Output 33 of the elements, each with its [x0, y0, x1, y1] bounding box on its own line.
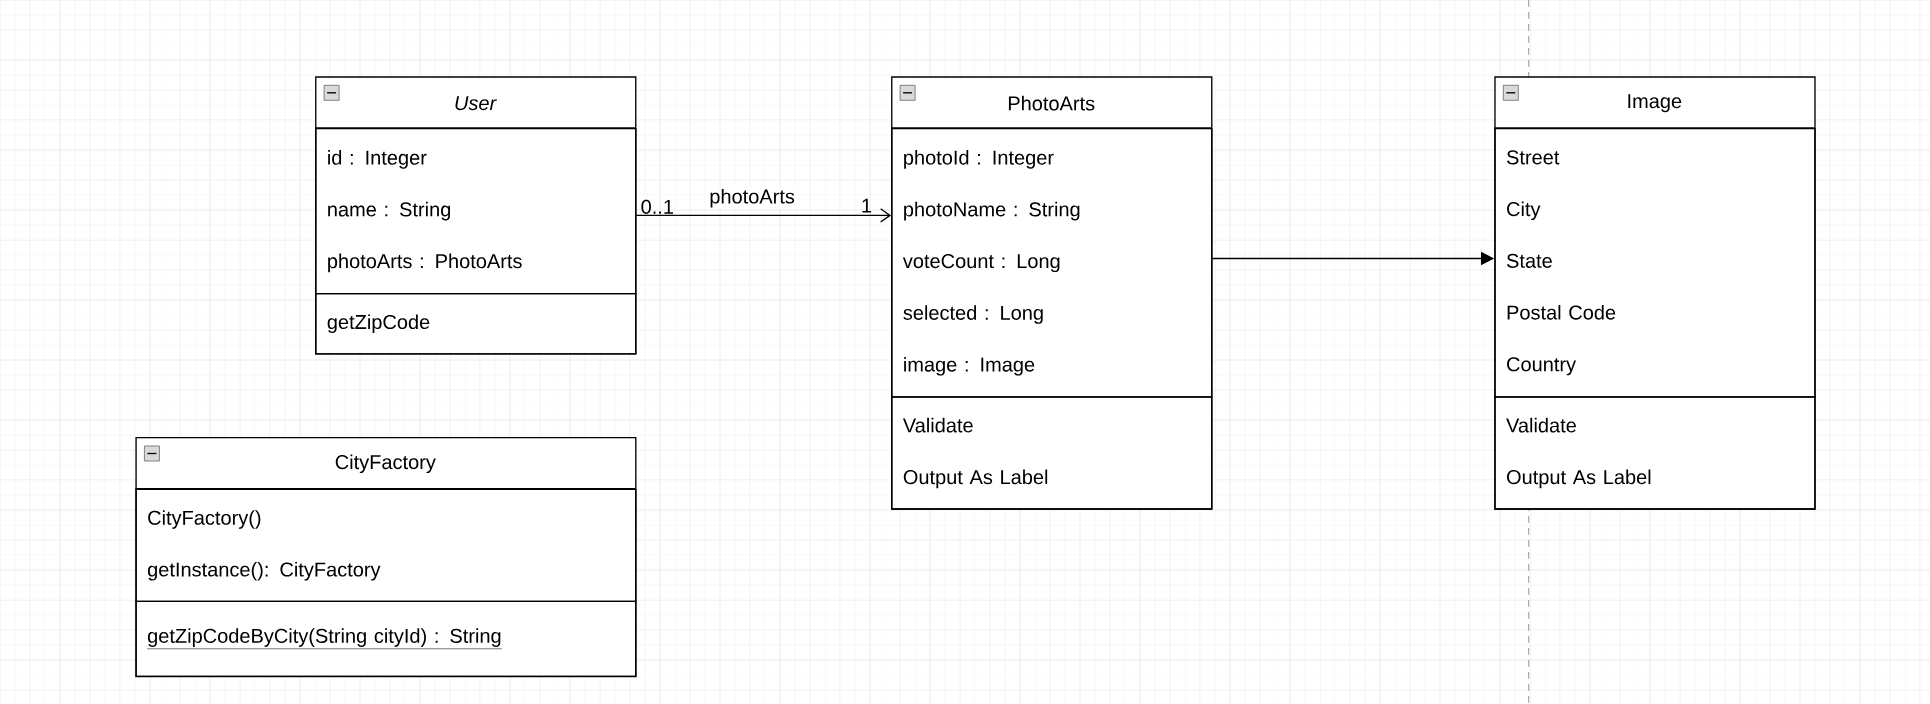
member-text: CityFactory() [148, 510, 261, 529]
member-text: Output As Label [1507, 469, 1651, 489]
compartment-box [1494, 128, 1816, 398]
member-text: Validate [1506, 417, 1576, 433]
member-text: photoName : String [904, 201, 1080, 221]
compartment-box [891, 128, 1213, 398]
member-text: State [1506, 253, 1552, 268]
arrow [635, 208, 892, 223]
multiplicity-label: 1 [862, 198, 872, 213]
member-text: Output As Label [903, 469, 1048, 489]
compartment-box [315, 128, 637, 295]
edge-label: photoArts [708, 187, 797, 209]
member-text: id : Integer [328, 150, 427, 169]
member-text: getZipCodeByCity(String cityId) : String [146, 628, 502, 650]
member-text: image : Image [904, 356, 1035, 376]
member-text: Country [1507, 357, 1577, 376]
member-text: photoArts : PhotoArts [328, 253, 522, 273]
member-text: name : String [328, 201, 451, 221]
member-text: selected : Long [903, 305, 1043, 324]
member-text: Street [1506, 150, 1560, 165]
member-text: Postal Code [1507, 304, 1616, 320]
compartment-box [135, 600, 637, 678]
member-text: getZipCode [327, 314, 430, 333]
multiplicity-label: 0..1 [641, 199, 673, 214]
member-text: voteCount : Long [902, 254, 1060, 273]
compartment-box [1494, 396, 1816, 510]
member-text: Validate [902, 417, 973, 433]
compartment-box [315, 292, 637, 355]
compartment-box [135, 488, 637, 603]
member-text: photoId : Integer [904, 150, 1054, 169]
member-text: getInstance(): CityFactory [148, 561, 381, 581]
compartment-box [891, 396, 1213, 510]
member-text: City [1507, 201, 1541, 221]
